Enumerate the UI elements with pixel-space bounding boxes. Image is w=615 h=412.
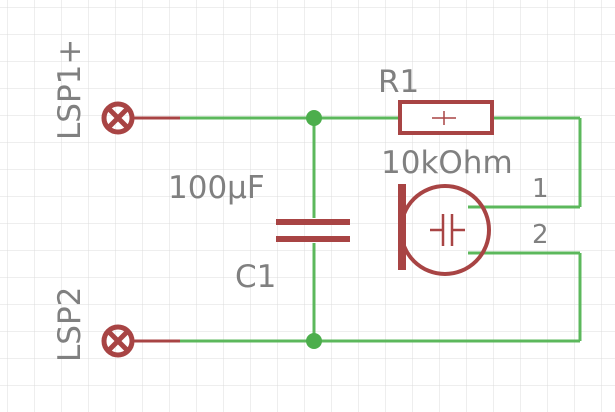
junction-bottom[interactable] xyxy=(306,333,322,349)
capacitor-c1-icon[interactable] xyxy=(276,219,350,242)
r1-value-label: 10kOhm xyxy=(381,145,513,181)
r1-name-label: R1 xyxy=(378,64,419,100)
microphone-icon[interactable] xyxy=(398,184,491,276)
resistor-r1-icon[interactable] xyxy=(398,100,494,135)
terminal-lsp2-icon[interactable] xyxy=(101,324,135,358)
lsp1-label: LSP1+ xyxy=(52,39,88,140)
wires xyxy=(137,116,582,343)
c1-value-label: 100µF xyxy=(168,170,265,206)
component-leads xyxy=(130,116,180,343)
c1-name-label: C1 xyxy=(235,259,276,295)
mic-pin1-label: 1 xyxy=(532,174,549,204)
terminal-lsp1-icon[interactable] xyxy=(101,101,135,135)
mic-pin2-label: 2 xyxy=(532,220,549,250)
lsp2-label: LSP2 xyxy=(52,287,88,362)
junction-top[interactable] xyxy=(306,110,322,126)
